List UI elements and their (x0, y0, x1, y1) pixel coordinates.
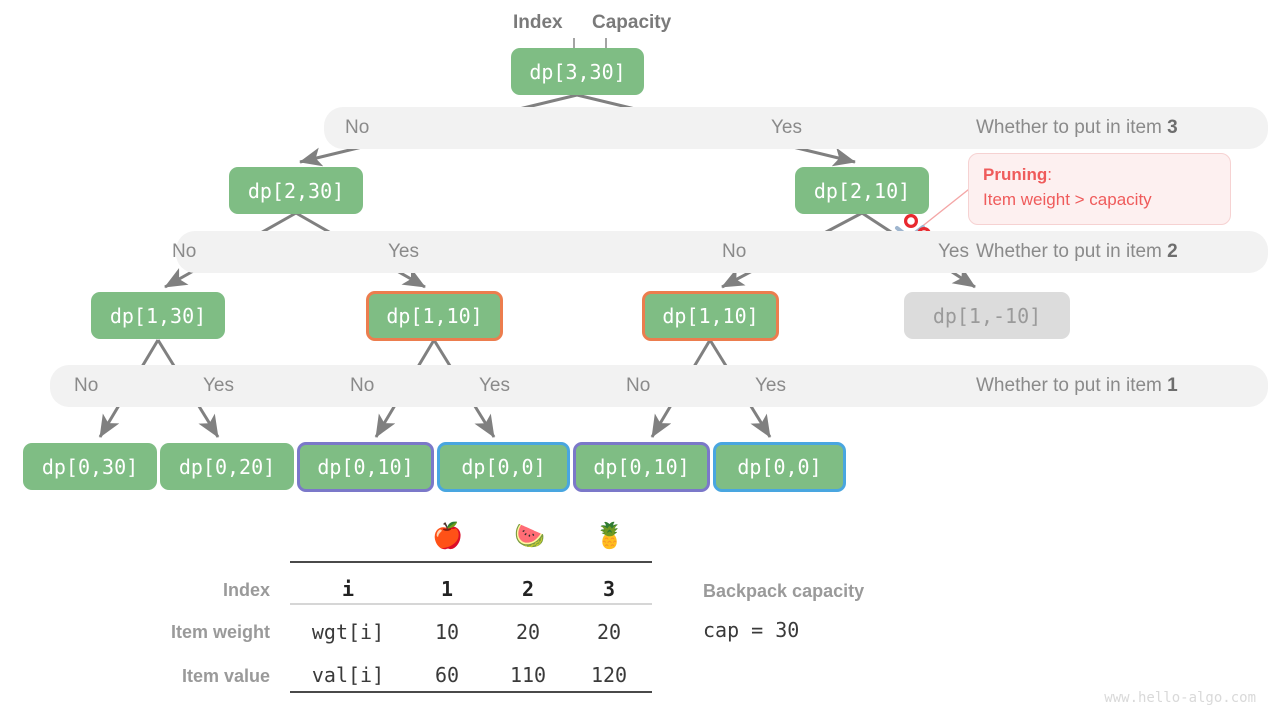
tree-leaf-dp0-30[interactable]: dp[0,30] (23, 443, 157, 490)
row-label-index: Index (222, 580, 270, 600)
branch-label-l2-yes-1: Yes (388, 241, 419, 262)
apple-icon: 🍎 (432, 522, 464, 550)
level-question-item1-text: Whether to put in item (976, 375, 1168, 396)
level-question-item1: Whether to put in item 1 (976, 376, 1178, 395)
branch-label-l2-yes-2: Yes (938, 241, 969, 262)
branch-label-l1-no: No (345, 117, 370, 138)
tree-node-dp2-10[interactable]: dp[2,10] (795, 167, 929, 214)
watermelon-icon: 🍉 (514, 522, 546, 550)
tree-leaf-dp0-10-b[interactable]: dp[0,10] (573, 442, 710, 492)
tree-node-dp1-30[interactable]: dp[1,30] (91, 292, 225, 339)
backpack-capacity-value: cap = 30 (703, 618, 800, 642)
tree-node-dp1-10-left[interactable]: dp[1,10] (366, 291, 503, 341)
tree-leaf-dp0-0-b[interactable]: dp[0,0] (713, 442, 846, 492)
branch-label-l2-no-1: No (172, 241, 197, 262)
level-bar-item3 (324, 107, 1268, 149)
branch-label-l3-no-1: No (74, 375, 99, 396)
table-cell-wgt-1: 10 (434, 620, 460, 644)
table-cell-val-1: 60 (434, 663, 460, 687)
pruning-annotation: Pruning: Item weight > capacity (968, 153, 1231, 225)
table-cell-val-2: 110 (509, 663, 547, 687)
tree-node-root[interactable]: dp[3,30] (511, 48, 644, 95)
tree-node-dp2-30[interactable]: dp[2,30] (229, 167, 363, 214)
tree-node-dp1-10-right[interactable]: dp[1,10] (642, 291, 779, 341)
table-cell-wgt-3: 20 (596, 620, 622, 644)
branch-label-l2-no-2: No (722, 241, 747, 262)
pruning-annotation-text: Item weight > capacity (983, 189, 1152, 209)
level-question-item2-num: 2 (1167, 241, 1178, 262)
table-cell-val-3: 120 (590, 663, 628, 687)
branch-label-l3-yes-3: Yes (755, 375, 786, 396)
tree-node-dp1-neg10-pruned[interactable]: dp[1,-10] (904, 292, 1070, 339)
pruning-annotation-colon: : (1047, 165, 1052, 184)
table-cell-key-val: val[i] (311, 663, 385, 687)
table-cell-index-2: 2 (521, 577, 535, 601)
row-label-item-value: Item value (181, 666, 270, 686)
watermark: www.hello-algo.com (1104, 690, 1256, 706)
level-bar-item2 (176, 231, 1268, 273)
table-cell-index-1: 1 (440, 577, 454, 601)
level-question-item2-text: Whether to put in item (976, 241, 1168, 262)
tree-leaf-dp0-20[interactable]: dp[0,20] (160, 443, 294, 490)
pineapple-icon: 🍍 (594, 522, 626, 550)
tree-leaf-dp0-0-a[interactable]: dp[0,0] (437, 442, 570, 492)
table-cell-key-wgt: wgt[i] (311, 620, 385, 644)
tree-leaf-dp0-10-a[interactable]: dp[0,10] (297, 442, 434, 492)
level-question-item2: Whether to put in item 2 (976, 242, 1178, 261)
table-cell-index-3: 3 (602, 577, 616, 601)
level-question-item1-num: 1 (1167, 375, 1178, 396)
table-cell-key-i: i (341, 577, 355, 601)
branch-label-l3-no-3: No (626, 375, 651, 396)
backpack-capacity-label: Backpack capacity (703, 581, 865, 601)
level-question-item3-num: 3 (1167, 117, 1178, 138)
pruning-annotation-title: Pruning (983, 165, 1048, 184)
branch-label-l3-yes-2: Yes (479, 375, 510, 396)
level-bar-item1 (50, 365, 1268, 407)
branch-label-l3-yes-1: Yes (203, 375, 234, 396)
table-cell-wgt-2: 20 (515, 620, 541, 644)
branch-label-l3-no-2: No (350, 375, 375, 396)
pruning-annotation-title-line: Pruning: (983, 163, 1216, 188)
row-label-item-weight: Item weight (170, 622, 270, 642)
header-index: Index (513, 12, 563, 33)
level-question-item3-text: Whether to put in item (976, 117, 1168, 138)
branch-label-l1-yes: Yes (771, 117, 802, 138)
level-question-item3: Whether to put in item 3 (976, 118, 1178, 137)
header-capacity: Capacity (592, 12, 672, 33)
